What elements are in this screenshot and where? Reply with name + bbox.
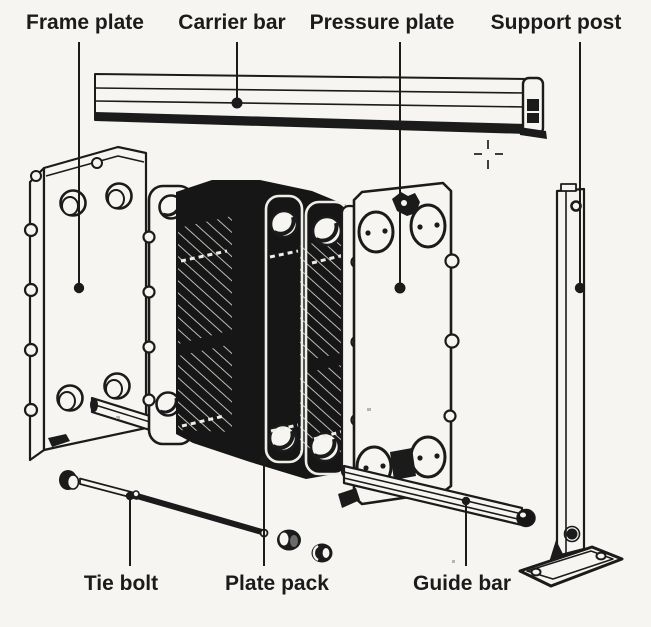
pressure-plate-part <box>338 181 460 508</box>
frame-plate-pointer <box>73 282 85 294</box>
guide-bar-part <box>342 464 536 528</box>
plate-pack-part <box>142 180 364 480</box>
tie-bolt-pointer <box>125 491 135 501</box>
crosshair-cursor-icon <box>474 140 503 169</box>
plate-pack-ports <box>268 209 343 463</box>
label-support-post: Support post <box>490 11 622 34</box>
scan-specks <box>116 408 455 563</box>
carrier-bar-pointer <box>231 97 243 109</box>
leader-lines <box>73 42 586 566</box>
label-frame-plate: Frame plate <box>26 11 144 34</box>
tie-bolt-part <box>59 470 269 538</box>
support-post-pointer <box>574 282 586 294</box>
carrier-bar-part <box>94 73 547 139</box>
frame-plate-notches <box>23 170 42 418</box>
label-carrier-bar: Carrier bar <box>178 11 286 34</box>
frame-plate-part <box>23 145 172 462</box>
support-post-base <box>518 545 624 588</box>
guide-bar-pointer <box>461 496 471 506</box>
plate-pack-pointer <box>259 455 269 465</box>
support-post-part <box>518 183 624 588</box>
label-plate-pack: Plate pack <box>225 572 329 595</box>
tie-bolt-nuts <box>277 529 333 563</box>
frame-plate-hanger-hole <box>91 157 103 169</box>
label-tie-bolt: Tie bolt <box>83 572 159 595</box>
guide-bar-bracket <box>390 448 416 480</box>
label-guide-bar: Guide bar <box>412 572 512 595</box>
pressure-plate-pointer <box>394 282 406 294</box>
label-pressure-plate: Pressure plate <box>309 11 455 34</box>
